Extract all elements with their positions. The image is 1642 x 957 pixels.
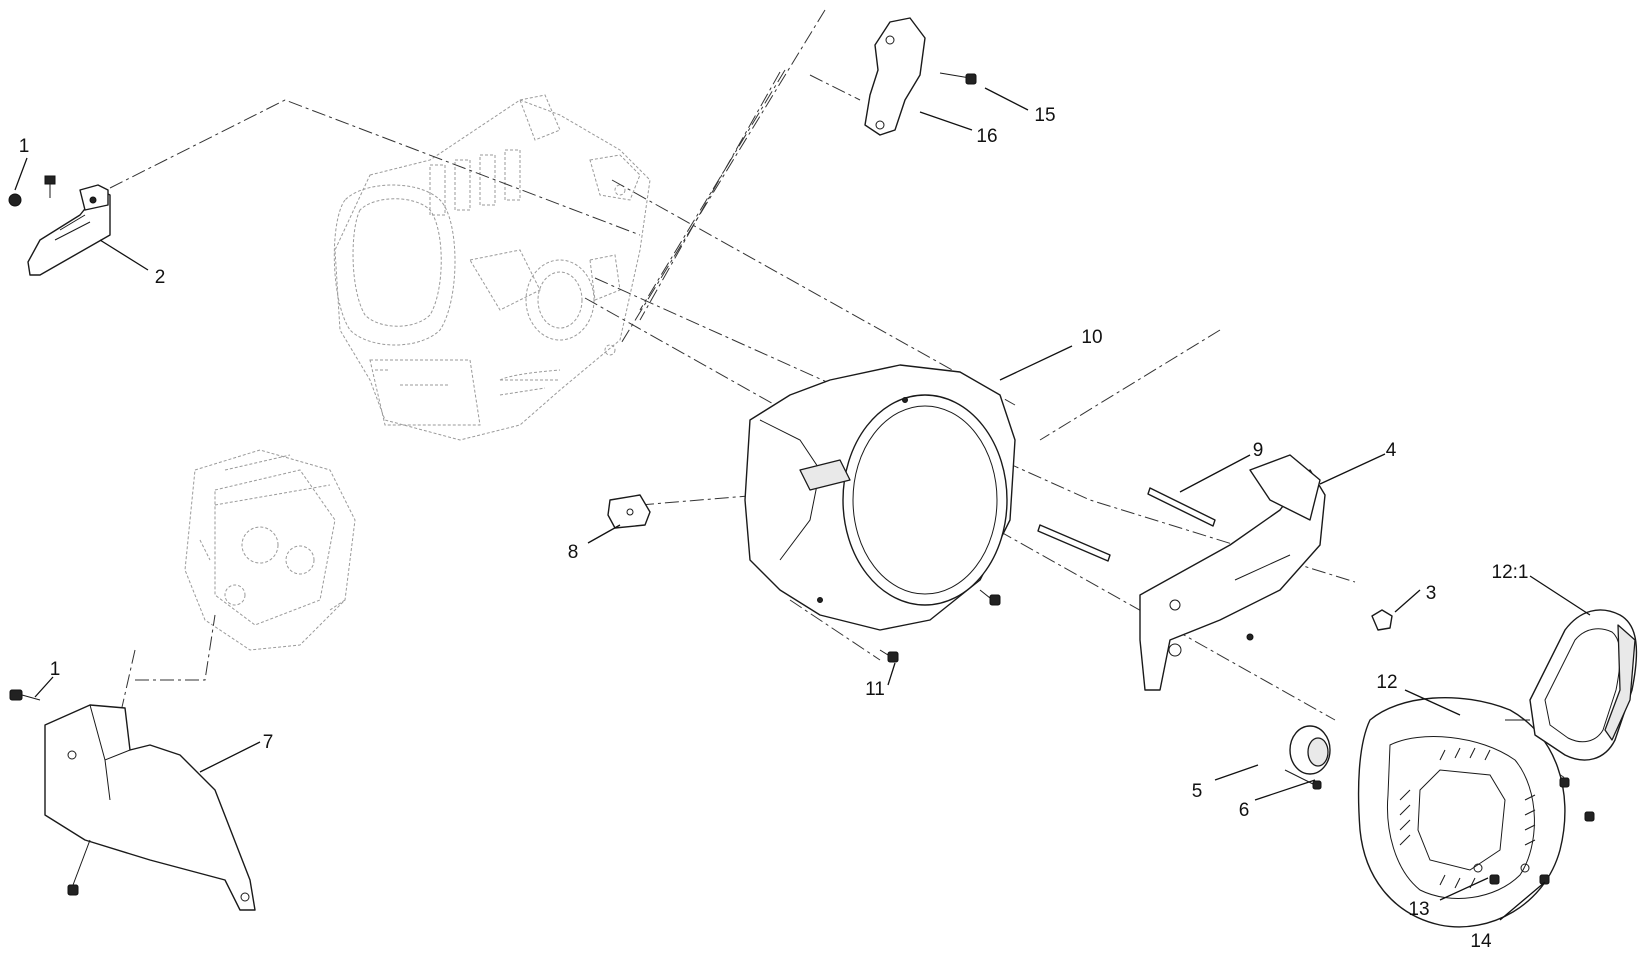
bolt-near-housing	[979, 589, 1001, 606]
cup-part-5	[1289, 725, 1331, 775]
bolt-part-11	[879, 649, 899, 663]
bracket-part-16	[864, 17, 926, 136]
screw-part-1-top	[8, 175, 56, 207]
callout-1-top: 1	[19, 136, 30, 157]
callout-1-bottom: 1	[50, 659, 61, 680]
shield-part-7	[44, 704, 256, 911]
washer-screws-part-13-14	[1473, 777, 1595, 885]
blower-housing-part-10	[744, 364, 1016, 631]
studs-part-9	[1037, 487, 1216, 562]
callout-15: 15	[1034, 105, 1055, 126]
callout-5: 5	[1192, 781, 1203, 802]
clip-part-8	[607, 494, 651, 529]
callout-12-1: 12:1	[1492, 562, 1529, 583]
callout-8: 8	[568, 542, 579, 563]
screw-part-6	[1284, 769, 1322, 790]
bolt-part-15	[939, 72, 977, 85]
callout-11: 11	[865, 679, 885, 700]
callout-2: 2	[155, 267, 166, 288]
recoil-starter-part-12	[1357, 697, 1566, 928]
callouts: 1 2 15 16 10 9 4 8 3 12:1 1 11 12 7 5 6 …	[19, 105, 1529, 952]
callout-7: 7	[263, 732, 274, 753]
leader-lines	[14, 87, 1591, 921]
cylinder-head-phantom	[184, 449, 356, 651]
callout-14: 14	[1470, 931, 1492, 952]
callout-13: 13	[1408, 899, 1429, 920]
bracket-part-2	[27, 184, 111, 276]
callout-12: 12	[1376, 672, 1397, 693]
bracket-part-4	[1139, 454, 1326, 691]
nut-part-3	[1371, 609, 1393, 631]
starter-handle-part-12-1	[1505, 609, 1638, 761]
engine-block-phantom	[333, 94, 651, 441]
callout-4: 4	[1386, 440, 1397, 461]
screw-part-1-bottom	[9, 689, 41, 701]
callout-16: 16	[976, 126, 997, 147]
callout-10: 10	[1081, 327, 1102, 348]
callout-6: 6	[1239, 800, 1250, 821]
callout-3: 3	[1426, 583, 1437, 604]
callout-9: 9	[1253, 440, 1264, 461]
